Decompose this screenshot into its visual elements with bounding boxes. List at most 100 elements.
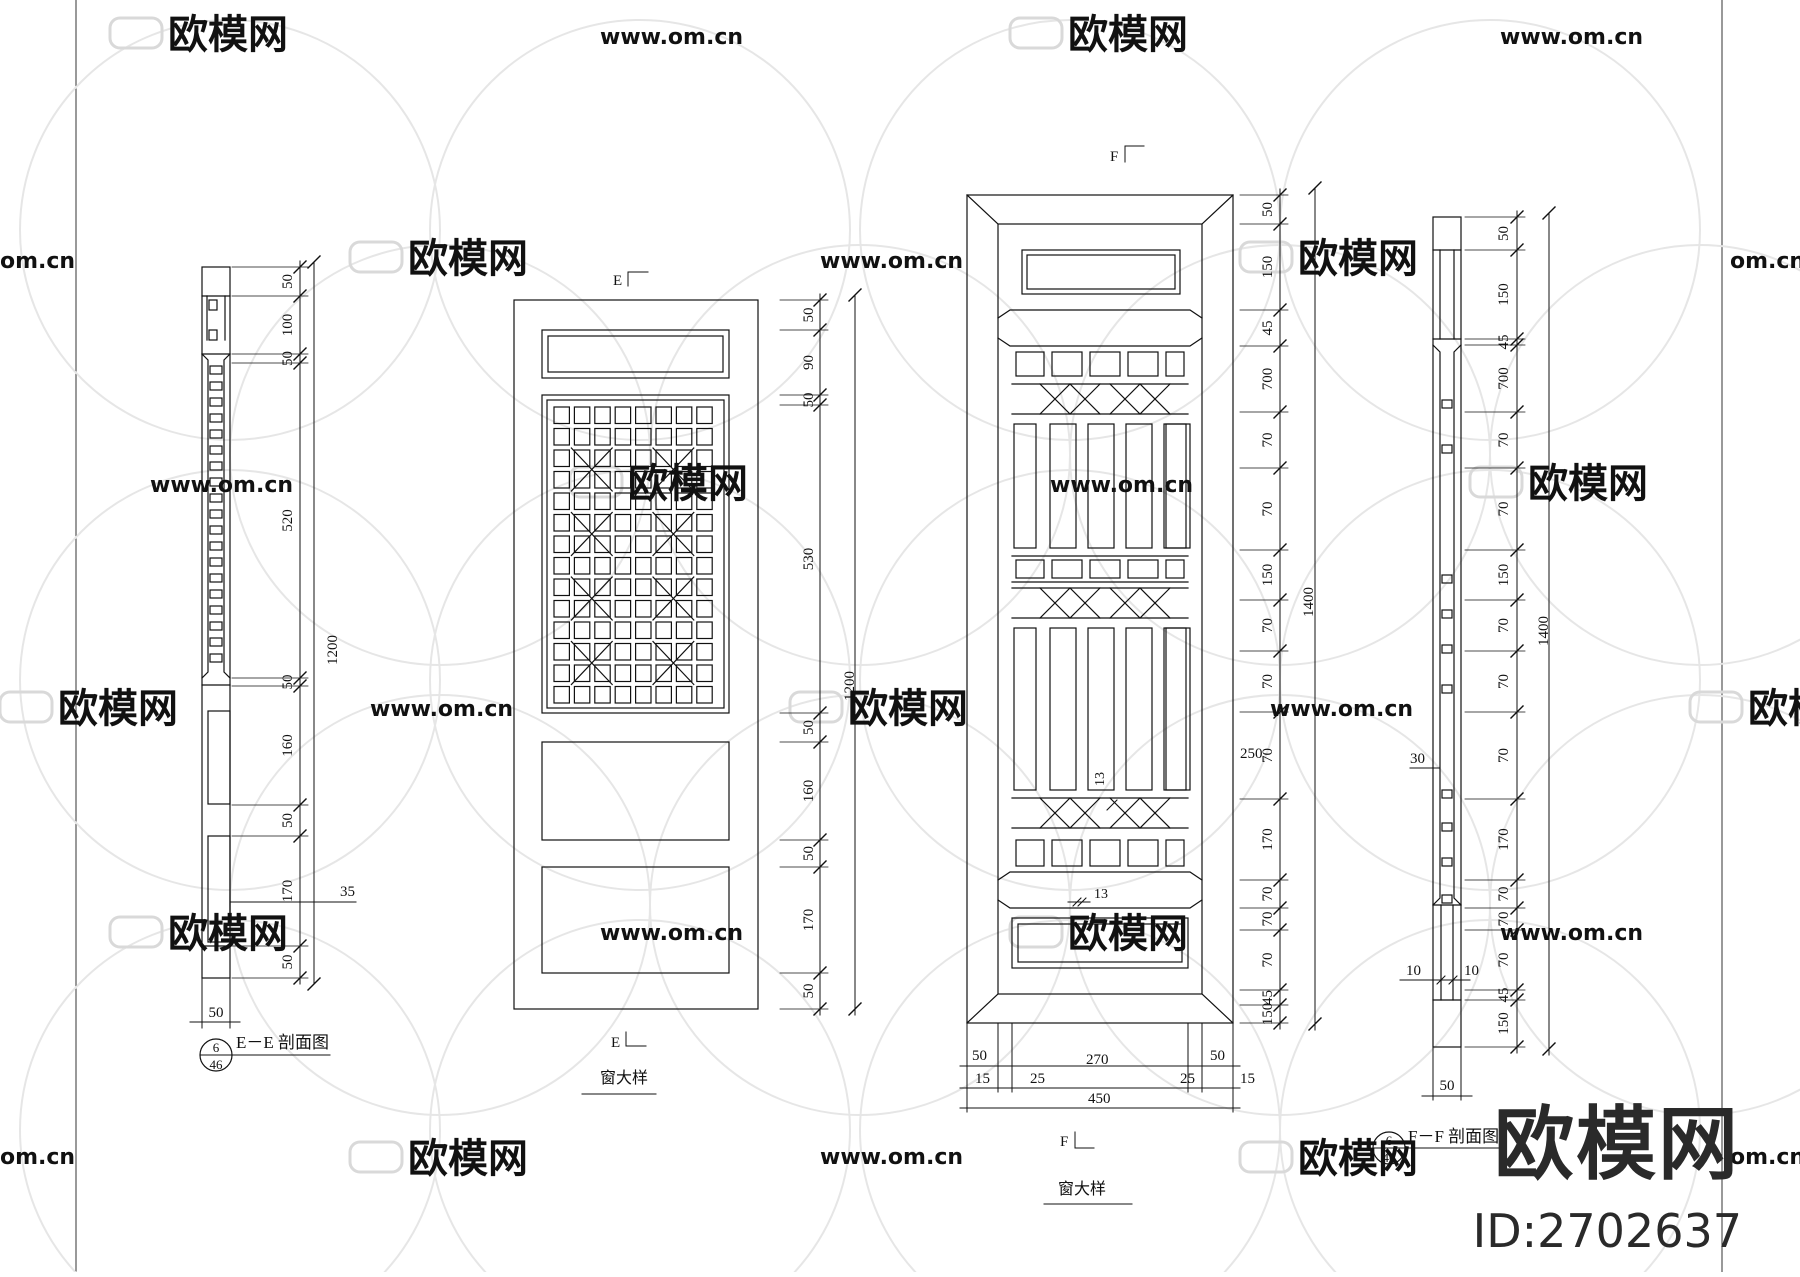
watermark-logo: 欧模网 xyxy=(1468,461,1648,507)
cut-marker-e-bottom: E xyxy=(611,1035,620,1051)
svg-text:欧模网: 欧模网 xyxy=(628,461,748,507)
dimension-label: 50 xyxy=(280,675,296,690)
dimension-label: 90 xyxy=(801,355,817,370)
section-e-e-title: E－E 剖面图 xyxy=(236,1033,329,1052)
svg-text:欧模网: 欧模网 xyxy=(1528,461,1648,507)
watermark-logo: 欧模网 xyxy=(108,12,288,58)
dimension-label: 70 xyxy=(1260,674,1276,689)
dimension-label: 150 xyxy=(1260,256,1276,279)
window-f-elevation xyxy=(966,194,1234,1024)
section-f-f-note-10-right: 10 xyxy=(1464,963,1479,979)
dimension-label: 50 xyxy=(280,351,296,366)
section-f-tag-top: 6 xyxy=(1386,1133,1393,1148)
dimension-label: 160 xyxy=(280,734,296,757)
dimension-label: 70 xyxy=(1496,674,1512,689)
dimension-label: 50 xyxy=(1265,0,1280,4)
window-f-dim-middle: 270 xyxy=(1086,1052,1109,1068)
svg-text:欧模网: 欧模网 xyxy=(1298,236,1418,282)
section-tag-top: 6 xyxy=(213,1040,220,1055)
watermark-logo: 欧模网 xyxy=(1688,686,1800,732)
dimension-label: 70 xyxy=(1496,748,1512,763)
dimension-label: 50 xyxy=(280,955,296,970)
window-f-dim-left-inner: 15 xyxy=(975,1071,990,1087)
window-e-elevation xyxy=(513,299,759,1010)
window-f-side-note: 250 xyxy=(1240,746,1263,762)
dimension-label: 50 xyxy=(1501,0,1516,4)
dimension-label: 45 xyxy=(1260,321,1276,336)
section-f-f-note-10-left: 10 xyxy=(1406,963,1421,979)
svg-text:欧模网: 欧模网 xyxy=(1068,911,1188,957)
section-f-f-total: 1400 xyxy=(1536,616,1552,646)
dimension-label: 700 xyxy=(1260,368,1276,391)
window-f-total: 1400 xyxy=(1301,587,1317,617)
watermark-brand: 欧模网 xyxy=(1494,1098,1740,1191)
window-f-dim-total: 450 xyxy=(1088,1091,1111,1107)
watermark-logo: 欧模网 xyxy=(0,686,178,732)
window-f-dim-right-rail: 25 xyxy=(1180,1071,1195,1087)
watermark-url: www.om.cn xyxy=(1500,921,1643,946)
section-f-f-dimensions: 501504570070701507070701707070704515050 xyxy=(1464,0,1526,1054)
watermark-logo: 欧模网 xyxy=(1008,12,1188,58)
dimension-label: 70 xyxy=(1496,433,1512,448)
watermark-url: www.om.cn xyxy=(1500,25,1643,50)
section-tag-bottom: 46 xyxy=(210,1057,224,1072)
watermark-url: www.om.cn xyxy=(820,1145,963,1170)
dimension-label: 45 xyxy=(1496,335,1512,350)
watermark-url: www.om.cn xyxy=(600,25,743,50)
watermark-url: om.cn xyxy=(0,1145,75,1170)
dimension-label: 70 xyxy=(1496,887,1512,902)
dimension-label: 50 xyxy=(1496,226,1512,241)
svg-text:欧模网: 欧模网 xyxy=(408,236,528,282)
dimension-label: 150 xyxy=(1496,1012,1512,1035)
dimension-label: 70 xyxy=(1260,887,1276,902)
dimension-label: 50 xyxy=(280,813,296,828)
dimension-label: 70 xyxy=(1260,618,1276,633)
watermark-url: www.om.cn xyxy=(370,697,513,722)
svg-text:欧模网: 欧模网 xyxy=(1748,686,1800,732)
dimension-label: 100 xyxy=(280,314,296,337)
dimension-label: 70 xyxy=(1260,502,1276,517)
dimension-label: 45 xyxy=(1260,990,1276,1005)
section-e-e xyxy=(201,266,231,979)
dimension-label: 70 xyxy=(1260,433,1276,448)
window-e-title: 窗大样 xyxy=(600,1069,648,1087)
dimension-label: 50 xyxy=(801,846,817,861)
section-f-f-width: 50 xyxy=(1440,1078,1455,1094)
section-f-f xyxy=(1432,216,1462,1048)
dimension-label: 150 xyxy=(1496,283,1512,306)
watermark-url: www.om.cn xyxy=(1050,473,1193,498)
dimension-label: 530 xyxy=(801,548,817,571)
section-f-f-title: F－F 剖面图 xyxy=(1408,1127,1499,1146)
section-f-tag-bottom: 46 xyxy=(1383,1150,1397,1165)
dimension-label: 170 xyxy=(280,880,296,903)
window-f-dim-right-inner: 15 xyxy=(1240,1071,1255,1087)
svg-text:欧模网: 欧模网 xyxy=(1068,12,1188,58)
cut-marker-f-bottom: F xyxy=(1060,1134,1068,1150)
dimension-label: 150 xyxy=(1260,564,1276,587)
window-f-inner-note-b: 13 xyxy=(1094,887,1108,902)
window-f-dim-left-outer: 50 xyxy=(972,1048,987,1064)
dimension-label: 520 xyxy=(280,509,296,532)
window-f-bottom-dimensions xyxy=(959,1022,1241,1113)
watermark-logo: 欧模网 xyxy=(348,1136,528,1182)
watermark-url: www.om.cn xyxy=(1270,697,1413,722)
watermark-url: om.cn xyxy=(1730,249,1800,274)
svg-text:欧模网: 欧模网 xyxy=(1298,1136,1418,1182)
dimension-label: 150 xyxy=(1496,564,1512,587)
section-e-e-width: 50 xyxy=(209,1005,224,1021)
dimension-label: 150 xyxy=(1260,1003,1276,1026)
watermark-url: om.cn xyxy=(1730,1145,1800,1170)
window-f-dim-left-rail: 25 xyxy=(1030,1071,1045,1087)
dimension-label: 50 xyxy=(1260,202,1276,217)
dimension-label: 70 xyxy=(1496,953,1512,968)
window-f-dim-right-outer: 50 xyxy=(1210,1048,1225,1064)
svg-text:欧模网: 欧模网 xyxy=(168,12,288,58)
dimension-label: 170 xyxy=(801,909,817,932)
dimension-label: 170 xyxy=(1260,828,1276,851)
dimension-label: 70 xyxy=(1496,502,1512,517)
section-f-f-note-30: 30 xyxy=(1410,751,1425,767)
watermark-logo: 欧模网 xyxy=(1238,1136,1418,1182)
section-e-e-total: 1200 xyxy=(325,635,341,665)
